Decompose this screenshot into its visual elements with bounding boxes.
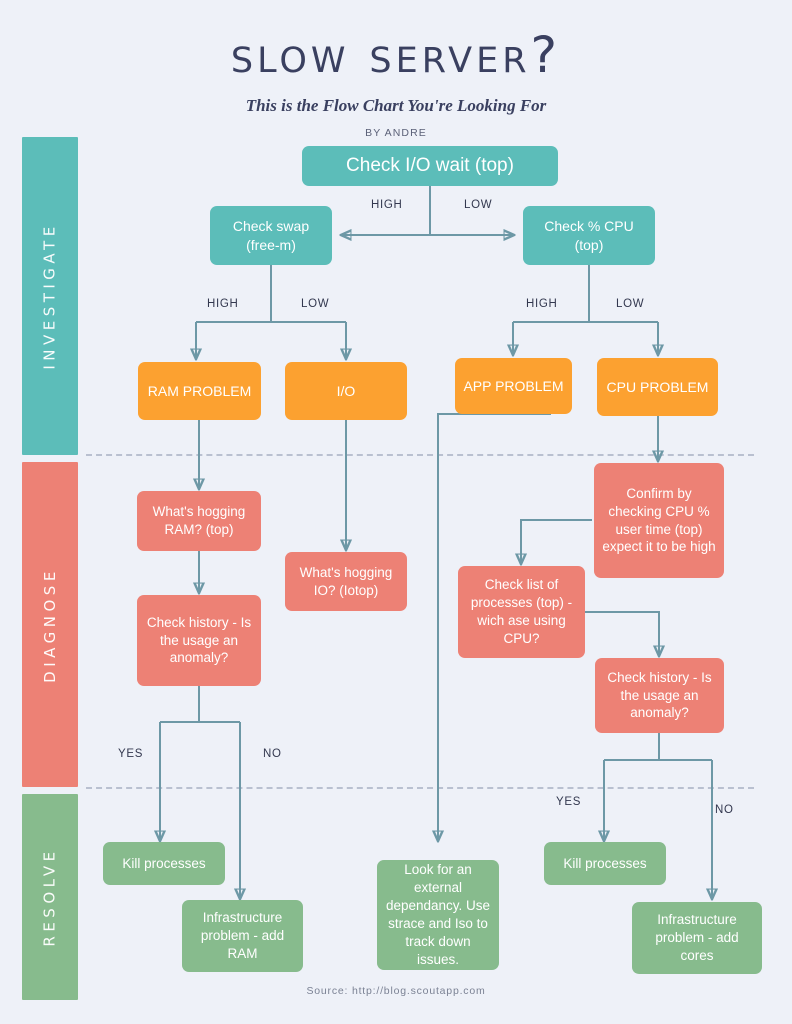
node-hogging-ram-label: What's hogging RAM? (top)	[152, 504, 246, 537]
phase-band-investigate-label-wrap: INVESTIGATE	[22, 137, 78, 455]
node-kill-processes-right-label: Kill processes	[563, 855, 647, 871]
phase-band-diagnose-label: DIAGNOSE	[41, 566, 59, 683]
node-history-ram[interactable]: Check history - Is the usage an anomaly?	[137, 595, 261, 686]
node-history-ram-label: Check history - Is the usage an anomaly?	[146, 614, 252, 666]
node-app-problem-label: APP PROBLEM	[463, 377, 564, 394]
node-app-problem[interactable]: APP PROBLEM	[455, 358, 572, 414]
node-add-cores[interactable]: Infrastructure problem - add cores	[632, 902, 762, 974]
node-hogging-io[interactable]: What's hogging IO? (Iotop)	[285, 552, 407, 611]
node-process-list-label: Check list of processes (top) - wich ase…	[470, 577, 573, 646]
node-cpu-problem[interactable]: CPU PROBLEM	[597, 358, 718, 416]
phase-band-resolve: RESOLVE	[22, 794, 78, 1000]
node-external-dependancy-label: Look for an external dependancy. Use str…	[385, 862, 491, 967]
phase-band-diagnose-label-wrap: DIAGNOSE	[22, 462, 78, 787]
node-check-cpu-label: Check % CPU (top)	[544, 217, 634, 253]
edge-label-root-high: HIGH	[371, 199, 403, 211]
node-io-problem-label: I/O	[336, 382, 356, 399]
page-subtitle: This is the Flow Chart You're Looking Fo…	[245, 96, 547, 115]
edge-label-root-low: LOW	[464, 199, 493, 211]
node-cpu-problem-label: CPU PROBLEM	[606, 378, 709, 395]
phase-band-resolve-label: RESOLVE	[41, 847, 59, 947]
phase-divider-diagnose-resolve	[86, 787, 754, 789]
node-hogging-io-label: What's hogging IO? (Iotop)	[299, 564, 393, 598]
edge-label-ram-no: NO	[263, 748, 282, 760]
node-external-dependancy[interactable]: Look for an external dependancy. Use str…	[377, 860, 499, 970]
node-kill-processes-right[interactable]: Kill processes	[544, 842, 666, 885]
node-add-ram-label: Infrastructure problem - add RAM	[200, 910, 285, 961]
node-confirm-cpu[interactable]: Confirm by checking CPU % user time (top…	[594, 463, 724, 578]
edge-label-swap-high: HIGH	[207, 298, 239, 310]
header: Slow Server? This is the Flow Chart You'…	[0, 0, 792, 139]
node-add-cores-label: Infrastructure problem - add cores	[655, 912, 739, 963]
edge-label-cpu-no: NO	[715, 804, 734, 816]
edge-label-cpu-low: LOW	[616, 298, 645, 310]
node-check-cpu[interactable]: Check % CPU (top)	[523, 206, 655, 265]
node-hogging-ram[interactable]: What's hogging RAM? (top)	[137, 491, 261, 551]
edge-label-swap-low: LOW	[301, 298, 330, 310]
page-title: Slow Server?	[230, 26, 562, 84]
node-kill-processes-left-label: Kill processes	[122, 855, 206, 871]
phase-band-resolve-label-wrap: RESOLVE	[22, 794, 78, 1000]
node-ram-problem[interactable]: RAM PROBLEM	[138, 362, 261, 420]
edge-label-cpu-yes: YES	[556, 796, 582, 808]
node-history-cpu-label: Check history - Is the usage an anomaly?	[607, 669, 712, 721]
node-check-swap-label: Check swap (free-m)	[232, 217, 310, 253]
phase-band-diagnose: DIAGNOSE	[22, 462, 78, 787]
phase-band-investigate-label: INVESTIGATE	[41, 222, 60, 370]
node-process-list[interactable]: Check list of processes (top) - wich ase…	[458, 566, 585, 658]
phase-band-investigate: INVESTIGATE	[22, 137, 78, 455]
node-ram-problem-label: RAM PROBLEM	[147, 382, 252, 399]
node-check-io-wait[interactable]: Check I/O wait (top)	[302, 146, 558, 186]
node-check-swap[interactable]: Check swap (free-m)	[210, 206, 332, 265]
byline: BY ANDRE	[365, 127, 427, 139]
node-add-ram[interactable]: Infrastructure problem - add RAM	[182, 900, 303, 972]
edge-label-cpu-high: HIGH	[526, 298, 558, 310]
phase-divider-investigate-diagnose	[86, 454, 754, 456]
edge-label-ram-yes: YES	[118, 748, 144, 760]
source-attribution: Source: http://blog.scoutapp.com	[306, 985, 486, 997]
node-check-io-wait-label: Check I/O wait (top)	[346, 155, 514, 177]
node-history-cpu[interactable]: Check history - Is the usage an anomaly?	[595, 658, 724, 733]
node-io-problem[interactable]: I/O	[285, 362, 407, 420]
node-kill-processes-left[interactable]: Kill processes	[103, 842, 225, 885]
node-confirm-cpu-label: Confirm by checking CPU % user time (top…	[602, 485, 716, 555]
